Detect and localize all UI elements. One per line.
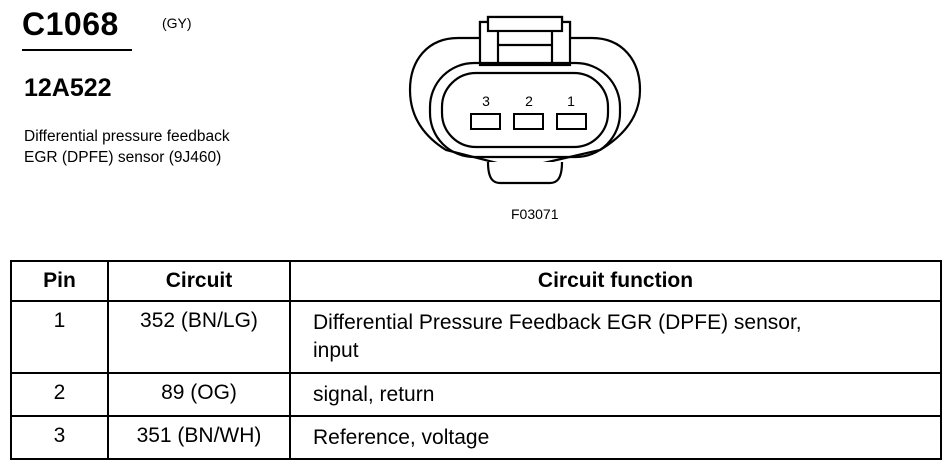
function-line: Reference, voltage — [313, 426, 490, 449]
connector-id: C1068 — [22, 6, 119, 42]
pin-label-2: 2 — [525, 93, 533, 109]
pin-cavity-1 — [556, 113, 587, 130]
connector-face-drawing: 3 2 1 — [408, 15, 642, 185]
connector-id-underline — [22, 49, 132, 51]
function-line: Differential Pressure Feedback EGR (DPFE… — [313, 311, 802, 334]
table-row: 1 352 (BN/LG) Differential Pressure Feed… — [10, 300, 942, 374]
table-row: 2 89 (OG) signal, return — [10, 372, 942, 417]
function-line: input — [313, 339, 359, 362]
pin-cell: 3 — [10, 415, 109, 460]
part-number: 12A522 — [24, 74, 112, 102]
header-circuit: Circuit — [107, 260, 291, 302]
connector-cavity-frame — [440, 71, 610, 149]
table-row: 3 351 (BN/WH) Reference, voltage — [10, 415, 942, 460]
description-line: Differential pressure feedback — [24, 128, 230, 145]
circuit-cell: 352 (BN/LG) — [107, 300, 291, 374]
circuit-function-cell: Differential Pressure Feedback EGR (DPFE… — [289, 300, 942, 374]
circuit-function-cell: Reference, voltage — [289, 415, 942, 460]
header-circuit-function: Circuit function — [289, 260, 942, 302]
header-pin: Pin — [10, 260, 109, 302]
circuit-cell: 351 (BN/WH) — [107, 415, 291, 460]
component-description: Differential pressure feedback EGR (DPFE… — [24, 126, 230, 168]
table-header-row: Pin Circuit Circuit function — [10, 260, 942, 302]
connector-color: (GY) — [162, 15, 192, 31]
figure-id: F03071 — [511, 206, 559, 222]
function-line: signal, return — [313, 383, 435, 406]
description-line: EGR (DPFE) sensor (9J460) — [24, 149, 222, 166]
pin-label-3: 3 — [482, 93, 490, 109]
pin-cavity-2 — [513, 113, 544, 130]
pin-cell: 2 — [10, 372, 109, 417]
circuit-cell: 89 (OG) — [107, 372, 291, 417]
connector-keyway — [486, 161, 564, 185]
pin-label-1: 1 — [567, 93, 575, 109]
connector-inner-ring — [428, 61, 622, 159]
pin-circuit-table: Pin Circuit Circuit function 1 352 (BN/L… — [10, 260, 942, 460]
pin-cell: 1 — [10, 300, 109, 374]
circuit-function-cell: signal, return — [289, 372, 942, 417]
pin-cavity-3 — [470, 113, 501, 130]
